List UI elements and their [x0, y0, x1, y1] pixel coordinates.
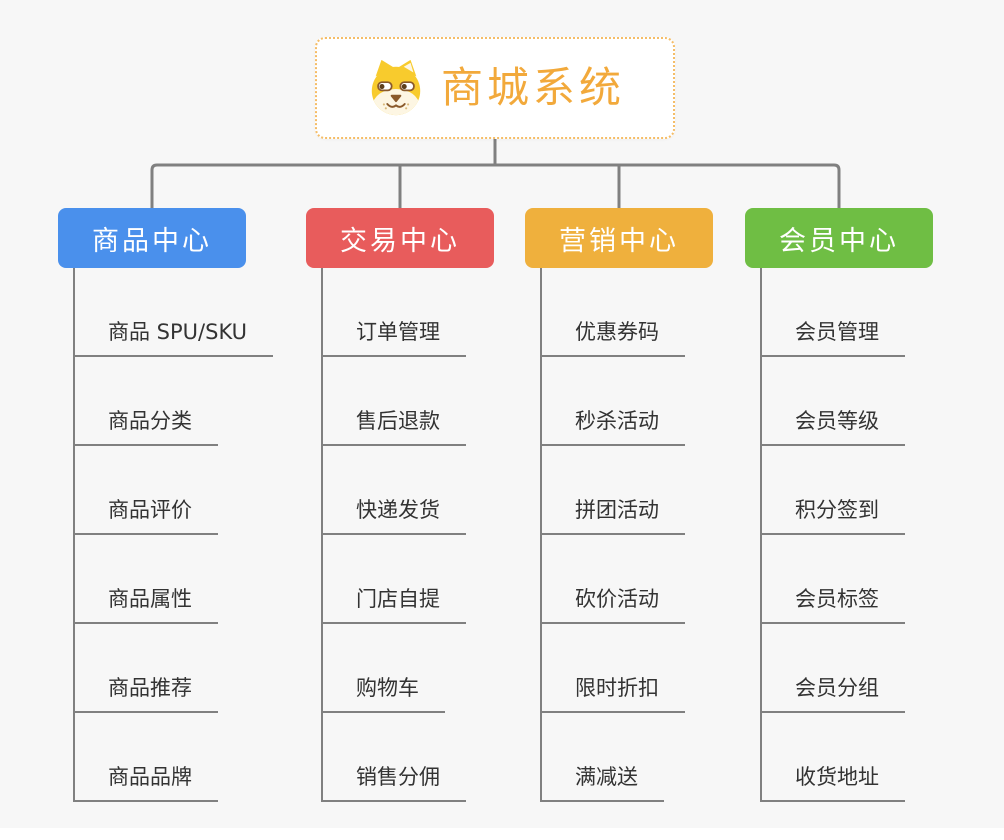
child-topic-label[interactable]: 商品评价 [75, 497, 218, 535]
child-topic-label[interactable]: 会员等级 [762, 408, 905, 446]
child-topic-label[interactable]: 拼团活动 [542, 497, 685, 535]
branch-children-product-center: 商品 SPU/SKU 商品分类 商品评价 商品属性 商品推荐 商品品牌 [73, 268, 308, 802]
child-topic: 商品推荐 [75, 624, 308, 713]
child-topic: 门店自提 [323, 535, 556, 624]
child-topic-label[interactable]: 销售分佣 [323, 764, 466, 802]
window-bottom-strip [0, 828, 1004, 840]
child-topic: 购物车 [323, 624, 556, 713]
child-topic-label[interactable]: 商品 SPU/SKU [75, 319, 274, 357]
child-topic: 销售分佣 [323, 713, 556, 802]
child-topic-label[interactable]: 会员标签 [762, 586, 905, 624]
child-topic-label[interactable]: 满减送 [542, 764, 664, 802]
child-topic-label[interactable]: 门店自提 [323, 586, 466, 624]
branch-product-center: 商品中心 商品 SPU/SKU 商品分类 商品评价 商品属性 商品推荐 商品品牌 [58, 208, 308, 802]
child-topic: 商品评价 [75, 446, 308, 535]
branch-node-member-center[interactable]: 会员中心 [745, 208, 933, 268]
child-topic-label[interactable]: 商品品牌 [75, 764, 218, 802]
child-topic-label[interactable]: 会员分组 [762, 675, 905, 713]
child-topic-label[interactable]: 砍价活动 [542, 586, 685, 624]
child-topic: 限时折扣 [542, 624, 775, 713]
child-topic-label[interactable]: 快递发货 [323, 497, 466, 535]
branch-member-center: 会员中心 会员管理 会员等级 积分签到 会员标签 会员分组 收货地址 [745, 208, 995, 802]
branch-node-product-center[interactable]: 商品中心 [58, 208, 246, 268]
branch-children-trade-center: 订单管理 售后退款 快递发货 门店自提 购物车 销售分佣 [321, 268, 556, 802]
child-topic: 满减送 [542, 713, 775, 802]
child-topic: 收货地址 [762, 713, 995, 802]
branch-children-member-center: 会员管理 会员等级 积分签到 会员标签 会员分组 收货地址 [760, 268, 995, 802]
child-topic: 砍价活动 [542, 535, 775, 624]
child-topic: 快递发货 [323, 446, 556, 535]
child-topic-label[interactable]: 限时折扣 [542, 675, 685, 713]
child-topic-label[interactable]: 售后退款 [323, 408, 466, 446]
child-topic: 商品 SPU/SKU [75, 268, 308, 357]
root-topic-title: 商城系统 [440, 63, 625, 112]
branch-node-trade-center[interactable]: 交易中心 [306, 208, 494, 268]
doge-icon [371, 59, 421, 116]
child-topic-label[interactable]: 商品推荐 [75, 675, 218, 713]
child-topic: 拼团活动 [542, 446, 775, 535]
child-topic: 售后退款 [323, 357, 556, 446]
child-topic: 优惠券码 [542, 268, 775, 357]
child-topic-label[interactable]: 优惠券码 [542, 319, 685, 357]
child-topic: 会员分组 [762, 624, 995, 713]
child-topic-label[interactable]: 订单管理 [323, 319, 466, 357]
child-topic: 积分签到 [762, 446, 995, 535]
child-topic: 会员等级 [762, 357, 995, 446]
child-topic-label[interactable]: 商品分类 [75, 408, 218, 446]
child-topic: 会员管理 [762, 268, 995, 357]
root-topic[interactable]: 商城系统 [315, 37, 675, 139]
child-topic-label[interactable]: 会员管理 [762, 319, 905, 357]
child-topic-label[interactable]: 商品属性 [75, 586, 218, 624]
branch-trade-center: 交易中心 订单管理 售后退款 快递发货 门店自提 购物车 销售分佣 [306, 208, 556, 802]
branch-children-marketing-center: 优惠券码 秒杀活动 拼团活动 砍价活动 限时折扣 满减送 [540, 268, 775, 802]
child-topic-label[interactable]: 收货地址 [762, 764, 905, 802]
branch-marketing-center: 营销中心 优惠券码 秒杀活动 拼团活动 砍价活动 限时折扣 满减送 [525, 208, 775, 802]
child-topic: 商品分类 [75, 357, 308, 446]
branch-node-marketing-center[interactable]: 营销中心 [525, 208, 713, 268]
child-topic: 商品品牌 [75, 713, 308, 802]
child-topic: 商品属性 [75, 535, 308, 624]
child-topic: 秒杀活动 [542, 357, 775, 446]
child-topic-label[interactable]: 积分签到 [762, 497, 905, 535]
child-topic-label[interactable]: 秒杀活动 [542, 408, 685, 446]
child-topic-label[interactable]: 购物车 [323, 675, 445, 713]
child-topic: 会员标签 [762, 535, 995, 624]
child-topic: 订单管理 [323, 268, 556, 357]
